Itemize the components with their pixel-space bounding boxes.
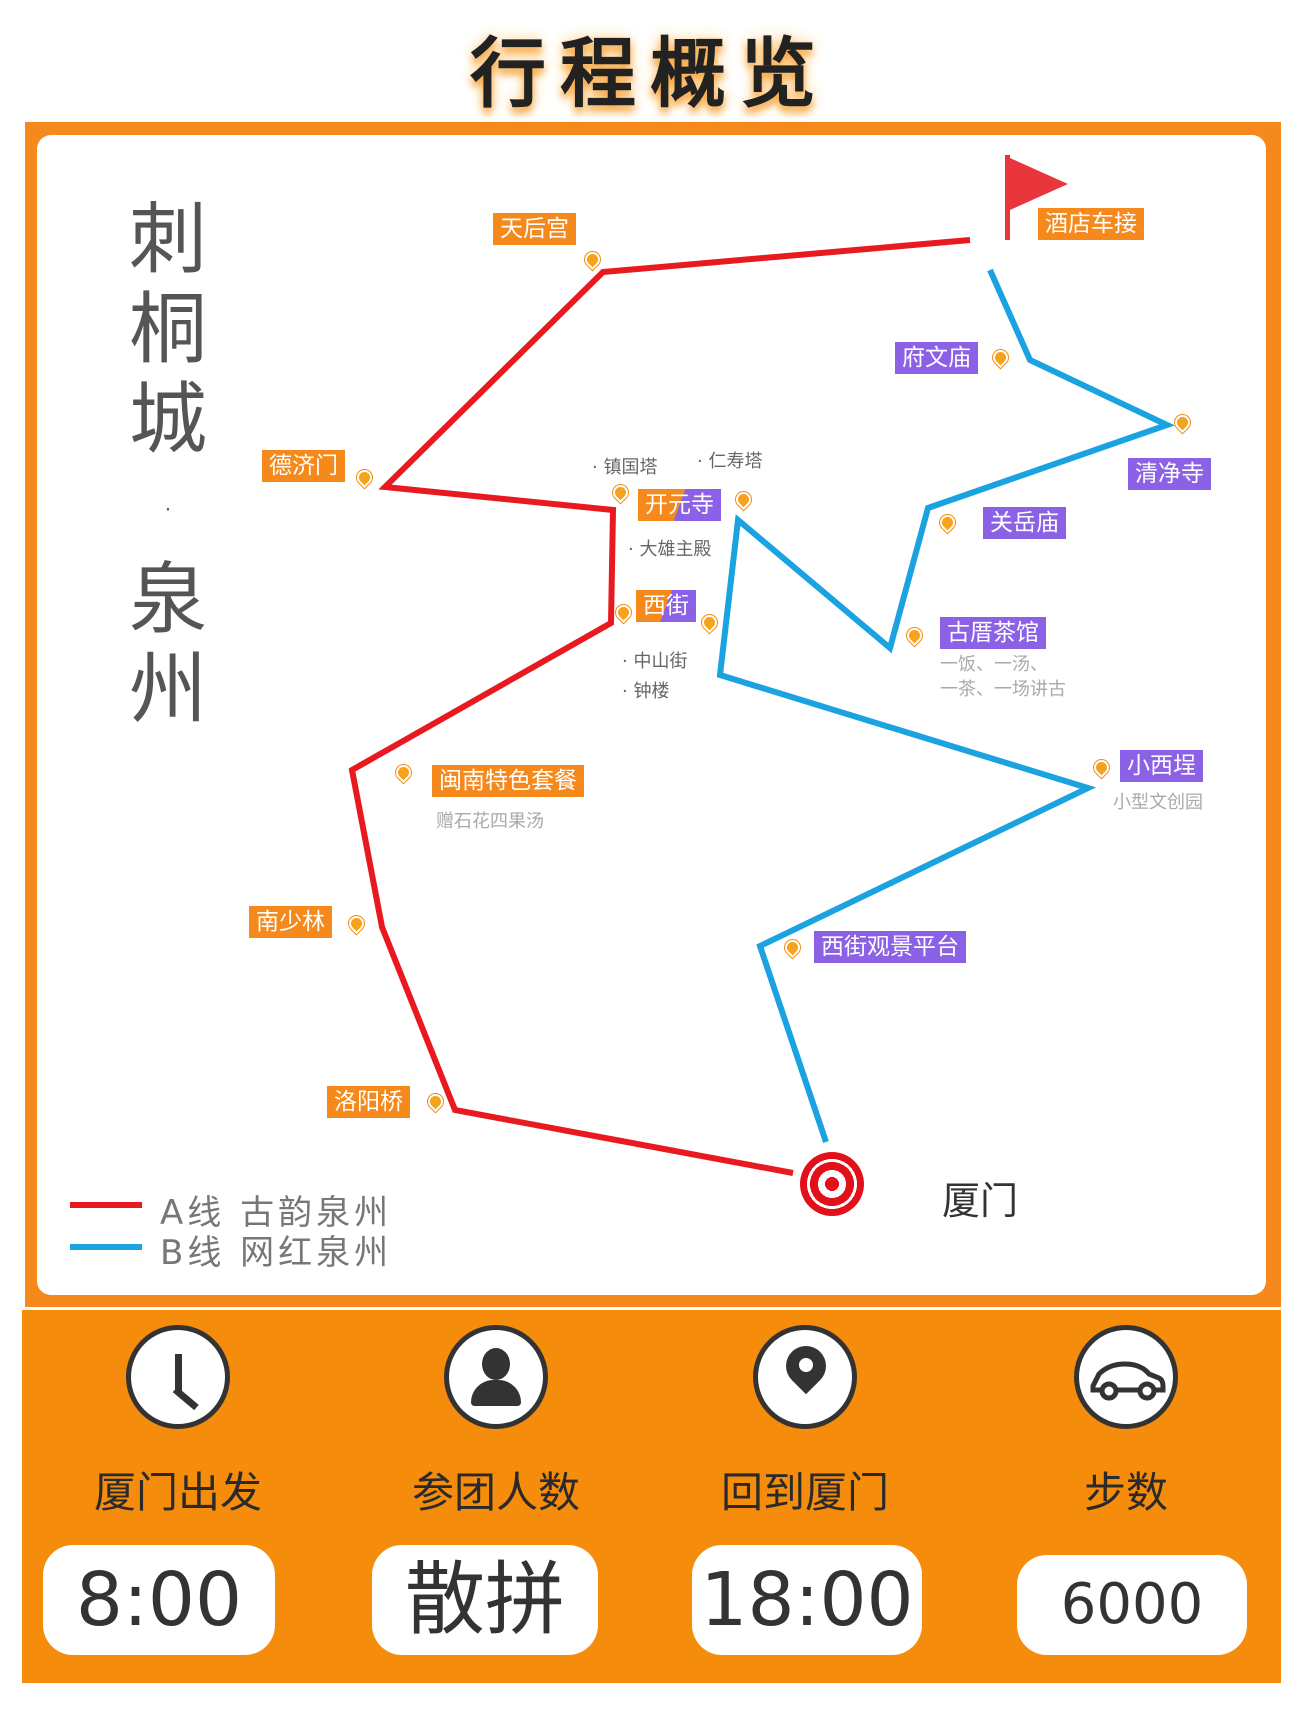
legend-a-line (70, 1202, 142, 1208)
stop-luoyangqiao: 洛阳桥 (327, 1086, 410, 1118)
xiaoxipu-note: 小型文创园 (1113, 792, 1203, 813)
stop-xijieguanjing: 西街观景平台 (814, 931, 966, 963)
stop-gucuo: 古厝茶馆 (940, 617, 1046, 649)
stop-guanyuemiao: 关岳庙 (983, 507, 1066, 539)
stat-steps: 步数 (976, 1325, 1276, 1520)
label-renshouta: · 仁寿塔 (697, 451, 763, 472)
value-steps: 6000 (1017, 1555, 1247, 1655)
stop-kaiyuansi: 开元寺 (638, 489, 721, 521)
stop-nanshaolin: 南少林 (249, 906, 332, 938)
label-zhongshan: · 中山街 (622, 651, 688, 672)
legend-a: A线 古韵泉州 (160, 1193, 393, 1233)
value-depart-time: 8:00 (43, 1545, 275, 1655)
stop-xiaoxipu: 小西埕 (1120, 750, 1203, 782)
legend-b: B线 网红泉州 (160, 1233, 393, 1273)
destination-label: 厦门 (942, 1179, 1019, 1223)
label-zhenguota: · 镇国塔 (592, 457, 658, 478)
label-zhonglou: · 钟楼 (622, 681, 670, 702)
page-title: 行程概览 (470, 29, 830, 118)
clock-icon (126, 1325, 230, 1429)
value-return-time: 18:00 (692, 1545, 922, 1655)
flag-banner (1010, 158, 1068, 210)
stop-xijie: 西街 (636, 590, 696, 622)
stat-return: 回到厦门 (655, 1325, 955, 1520)
stop-tianhougong: 天后宫 (493, 213, 576, 245)
vertical-title-dot: · (161, 487, 175, 533)
legend-b-line (70, 1244, 142, 1250)
value-group-type: 散拼 (372, 1545, 598, 1655)
flag-icon (1005, 155, 1010, 240)
stat-label: 步数 (1083, 1468, 1168, 1517)
car-icon (1074, 1325, 1178, 1429)
gucuo-note: 一饭、一汤、 (940, 654, 1048, 675)
vertical-title-char: 城 (128, 375, 207, 465)
location-pin-icon (753, 1325, 857, 1429)
minnan-note: 赠石花四果汤 (436, 811, 544, 832)
stat-depart: 厦门出发 (28, 1325, 328, 1520)
stat-label: 厦门出发 (93, 1468, 262, 1517)
vertical-title-char: 泉 (128, 555, 207, 645)
stat-group: 参团人数 (346, 1325, 646, 1520)
stop-hotel: 酒店车接 (1038, 208, 1144, 240)
stat-label: 回到厦门 (720, 1468, 889, 1517)
route-b-line (716, 268, 1175, 1143)
destination-target-icon (800, 1152, 864, 1216)
vertical-title: 刺 桐 城 · 泉 州 (118, 195, 218, 735)
vertical-title-char: 刺 (128, 195, 207, 285)
vertical-title-char: 桐 (128, 285, 207, 375)
gucuo-note: 一茶、一场讲古 (940, 679, 1066, 700)
stop-qingjingsi: 清净寺 (1128, 458, 1211, 490)
label-daxiong: · 大雄主殿 (628, 539, 712, 560)
stop-fuwenmiao: 府文庙 (895, 342, 978, 374)
stop-minnan: 闽南特色套餐 (432, 765, 584, 797)
user-icon (444, 1325, 548, 1429)
route-a-line (348, 237, 971, 1176)
stat-label: 参团人数 (411, 1468, 580, 1517)
route-map (37, 135, 1266, 1295)
stop-deji: 德济门 (262, 450, 345, 482)
vertical-title-char: 州 (128, 645, 207, 735)
